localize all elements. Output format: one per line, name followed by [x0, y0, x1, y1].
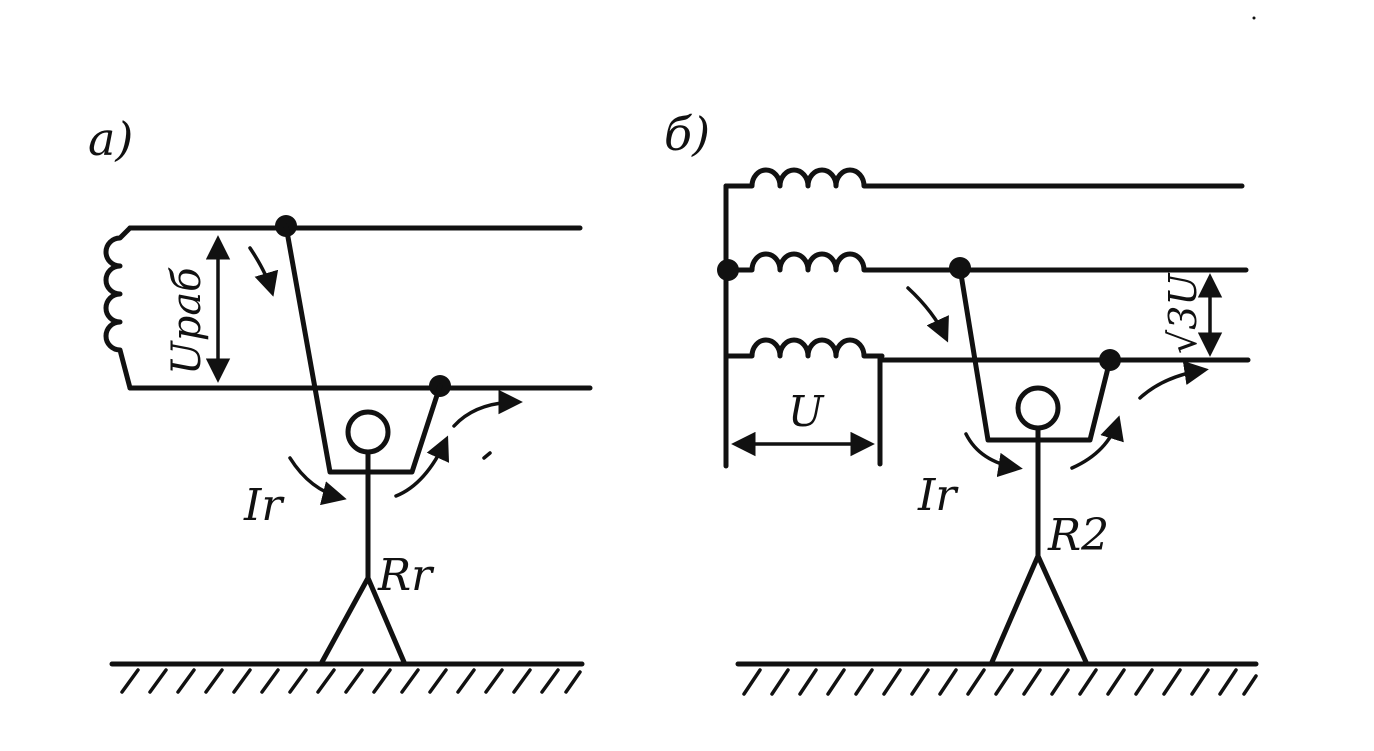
current-arrow-1-b [906, 286, 949, 343]
ground-b [735, 661, 1259, 696]
panel-b: б) U √3U [664, 16, 1259, 696]
resistance-label-b: R2 [1047, 510, 1109, 561]
voltage-label-a: Uраб [164, 267, 210, 375]
phase-coil-2-b [723, 251, 885, 273]
person-head-b [1015, 385, 1061, 431]
current-arrow-4-a [452, 389, 523, 428]
left-arm-a [283, 223, 371, 475]
current-label-b: Ir [917, 470, 959, 521]
right-arm-b [1037, 357, 1113, 443]
person-legs-a [319, 575, 407, 665]
current-arrow-4-b [1138, 360, 1209, 400]
speck-b [1252, 16, 1256, 20]
person-head-a [345, 409, 391, 455]
speck-a [482, 451, 492, 460]
phase-voltage-label-b: U [788, 387, 825, 436]
right-arm-a [365, 383, 443, 475]
source-coil-a [103, 225, 133, 391]
left-arm-b [957, 265, 1043, 443]
resistance-label-a: Rr [377, 550, 435, 601]
phase-coil-1-b [723, 167, 885, 189]
ground-a [109, 661, 585, 694]
current-arrow-3-b [1070, 415, 1124, 470]
panel-a: a) Uраб Ir Rr [88, 112, 593, 694]
current-label-a: Ir [243, 480, 285, 531]
phase-coil-3-b [723, 337, 885, 359]
current-arrow-2-a [288, 456, 347, 506]
panel-a-label: a) [88, 112, 133, 166]
person-figure-a [319, 409, 407, 665]
person-legs-b [989, 553, 1089, 665]
current-arrow-2-b [964, 432, 1023, 478]
current-arrow-1-a [248, 246, 279, 297]
line-voltage-label-b: √3U [1161, 272, 1205, 354]
person-figure-b [989, 385, 1089, 665]
current-arrow-3-a [394, 435, 450, 498]
panel-b-label: б) [664, 107, 710, 161]
